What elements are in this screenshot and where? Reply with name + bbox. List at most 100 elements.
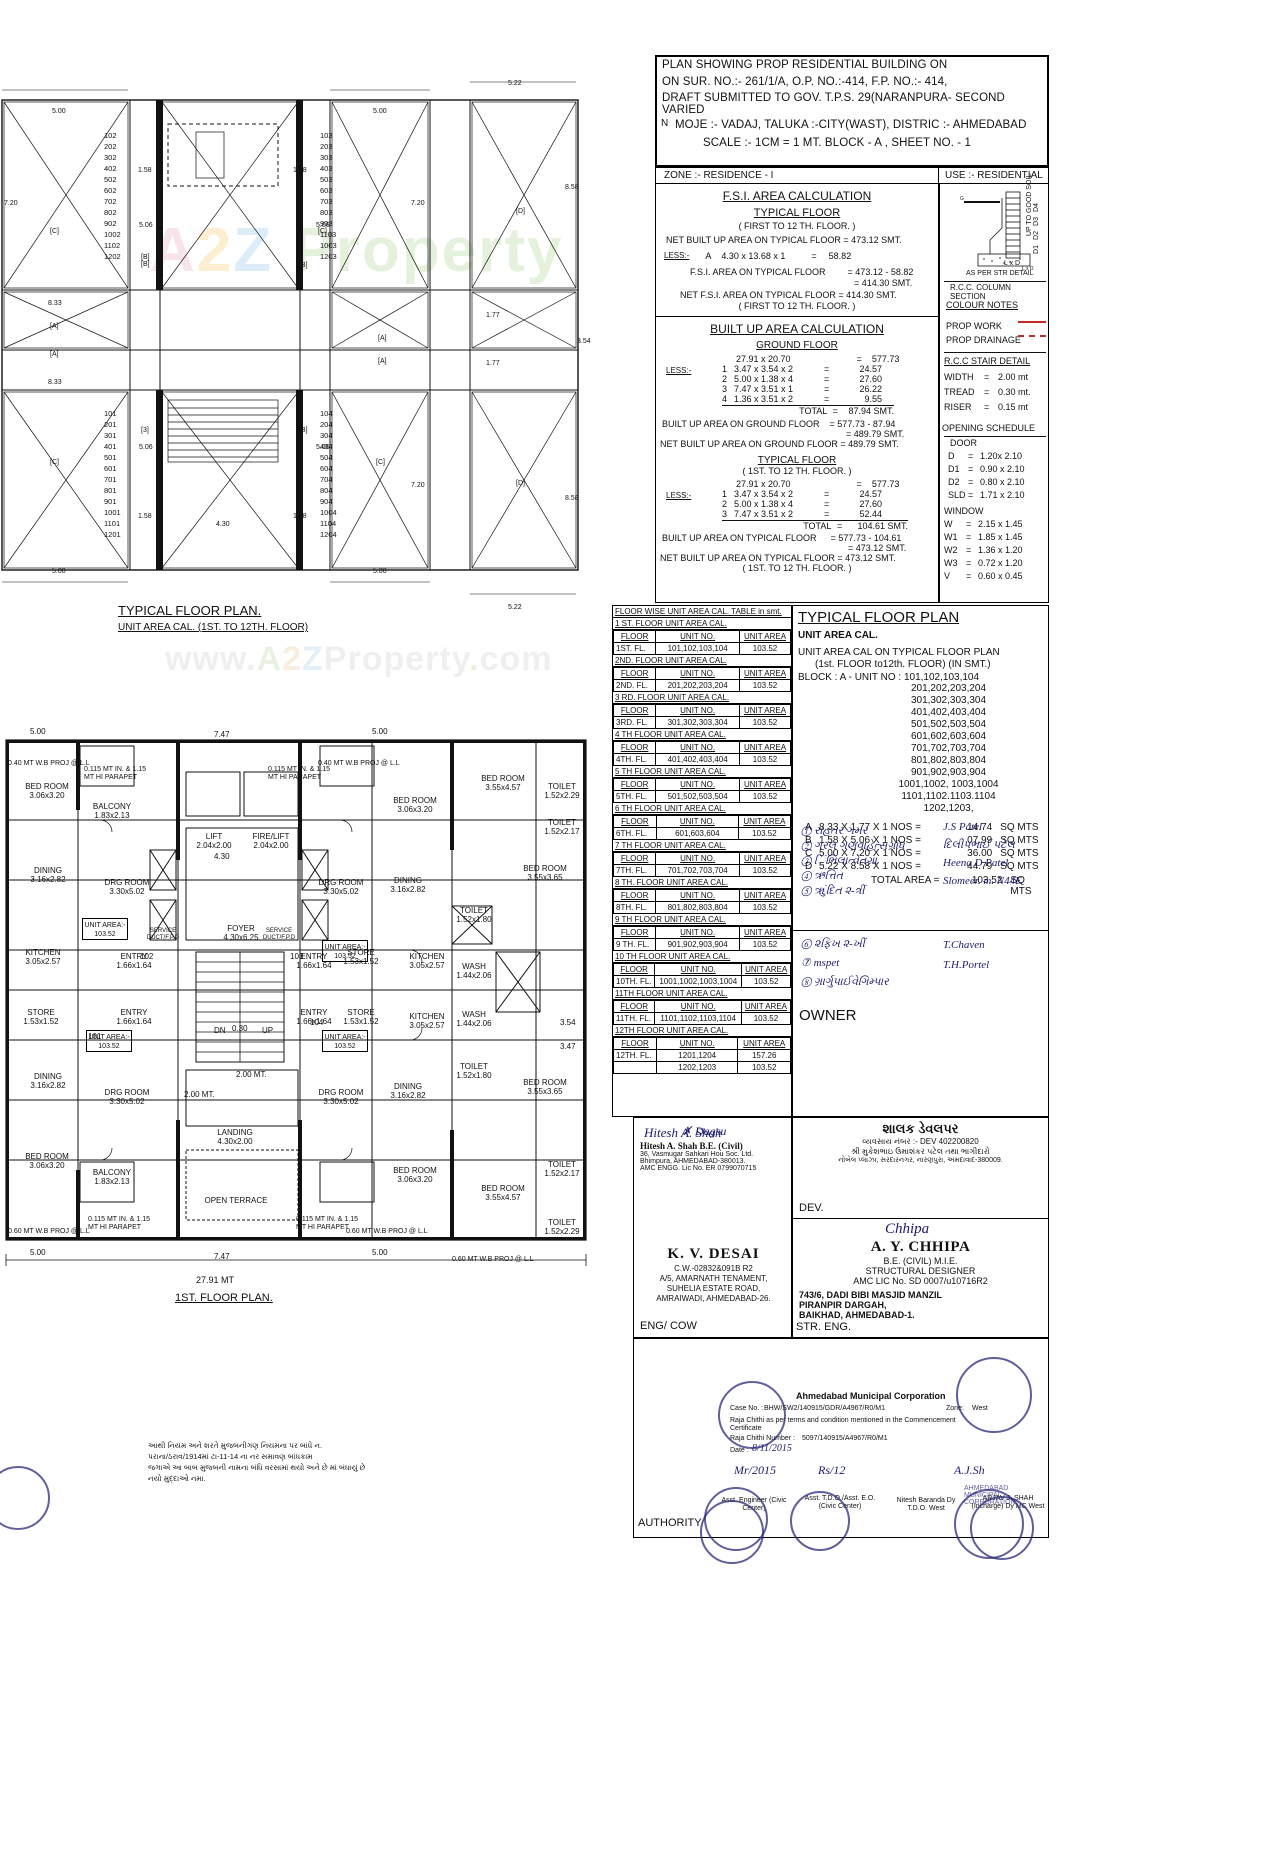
unit-no: 904 <box>320 497 333 506</box>
ground-less-row: 2 5.00 x 1.38 x 4 = 27.60 <box>722 374 938 384</box>
row-dim: 7.47 x 3.51 x 2 <box>734 509 794 519</box>
room-name: BED ROOM <box>25 782 69 791</box>
engineer-block: ✗ Dagsu K. V. DESAI C.W.-02832&091B R2 A… <box>633 1117 792 1338</box>
owner-sig: J.S Patel <box>943 821 983 833</box>
structural-role: STR. ENG. <box>796 1321 852 1333</box>
typical-less-row: 3 7.47 x 3.51 x 2 = 52.44 <box>722 509 938 519</box>
owner-block: ⑥ ૨ફિખ ૨-ખીં ⑦ mspet ⑧ ગ્રાર્ગુપાઈવેગિમ્… <box>792 931 1049 1117</box>
row-dim: 1.36 x 3.51 x 2 <box>734 394 794 404</box>
colour-note-row-work: PROP WORK <box>946 316 1046 334</box>
owner-hw-1: ① રાહતર ગમર <box>801 825 868 837</box>
calc-dim: 1.58 X 5.06 X 1 NOS = <box>818 835 921 846</box>
room-dim: 3.16x2.82 <box>30 1081 66 1091</box>
plan-dim-747-bottom: 7.47 <box>214 1252 230 1261</box>
unit-no: 201 <box>104 420 117 429</box>
room-dim: 3.06x3.20 <box>397 805 433 815</box>
window-eq: = <box>966 532 972 542</box>
typical-unit-line: 801,802,803,804 <box>910 755 987 766</box>
typical-builtup-val: = 473.12 SMT. <box>848 543 907 553</box>
cell-floor: 6TH. FL. <box>613 827 657 840</box>
door-val: 1.71 x 2.10 <box>980 490 1025 500</box>
dim-top-left: 5.00 <box>52 108 66 115</box>
owner-hw-5: ⑤ ૠુંદિત ૨-ત્રીં <box>801 885 865 897</box>
room-dim: 1.44x2.06 <box>456 1019 492 1029</box>
door-key: D2 <box>948 477 960 487</box>
cell-floor: 12TH. FL. <box>613 1049 657 1062</box>
table-header-cell: FLOOR <box>612 963 656 976</box>
room-name: FIRE/LIFT <box>252 832 290 841</box>
room-name: TOILET <box>548 818 576 827</box>
note-parapet-tl: 0.115 MT IN. & 1.15 MT HI PARAPET <box>84 766 146 781</box>
dim-top-mid: 5.00 <box>373 108 387 115</box>
calc-dim: 8.33 X 1.77 X 1 NOS = <box>818 822 921 833</box>
table-header-cell: UNIT NO. <box>655 704 741 717</box>
stair-rows: WIDTH = 2.00 mt TREAD = 0.30 mt. RISER =… <box>944 372 1046 417</box>
unit-no: 402 <box>104 164 117 173</box>
row-eq: = <box>824 499 830 509</box>
cell-floor: 11TH. FL. <box>612 1012 656 1025</box>
window-eq: = <box>966 558 972 568</box>
tag-c-mid: [C] <box>318 228 327 235</box>
typical-panel-line2: (1st. FLOOR to12th. FLOOR) (IN SMT.) <box>815 659 991 670</box>
floorwise-block-caption: 3 RD. FLOOR UNIT AREA CAL. <box>613 692 791 704</box>
room-wash: WASH 1.44x2.06 <box>452 962 496 980</box>
room-lift: LIFT 2.04x2.00 <box>186 832 242 850</box>
title-line-3: DRAFT SUBMITTED TO GOV. T.P.S. 29(NARANP… <box>662 92 1005 116</box>
window-row: W = 2.15 x 1.45 <box>944 519 1048 529</box>
ground-less-row: 4 1.36 x 3.51 x 2 = 9.55 <box>722 394 938 404</box>
room-name: DRG ROOM <box>104 1088 150 1097</box>
room-dim: 1.52x2.29 <box>544 1227 580 1237</box>
fsi-less-label: LESS:- <box>664 251 690 260</box>
plan-dim-747-top: 7.47 <box>214 730 230 739</box>
tag-a-3: [A] <box>378 335 387 342</box>
window-eq: = <box>966 519 972 529</box>
stair-dim-200-b: 2.00 MT. <box>236 1070 267 1079</box>
cell-floor: 1ST. FL. <box>612 642 657 655</box>
ground-gross-eq: = <box>856 354 862 364</box>
table-header-cell: FLOOR <box>612 889 657 902</box>
unit-no: 902 <box>104 219 117 228</box>
owner-role-label: OWNER <box>799 1007 857 1024</box>
window-rows: W = 2.15 x 1.45 W1 = 1.85 x 1.45 W2 = 1.… <box>944 519 1048 584</box>
row-dim: 5.00 x 1.38 x 4 <box>734 374 794 384</box>
room-dim: 1.53x1.52 <box>23 1017 59 1027</box>
stamp-sheet-edge-bottom <box>700 1500 764 1564</box>
fsi-area-calc: = 473.12 - 58.82 <box>847 267 914 277</box>
window-key: W1 <box>944 532 958 542</box>
dim-mid-158a: 1.58 <box>138 167 152 174</box>
typical-unit-line: 301,302,303,304 <box>910 695 987 706</box>
room-dim: 1.52x1.80 <box>456 1071 492 1081</box>
authority-date-val: 8/11/2015 <box>752 1443 792 1454</box>
room-name: SERVICE DUCT/F.P.D <box>146 928 180 941</box>
unit-no: 404 <box>320 442 333 451</box>
title-line-4: MOJE :- VADAJ, TALUKA :-CITY(WAST), DIST… <box>675 119 1027 131</box>
typical-less-row: 2 5.00 x 1.38 x 4 = 27.60 <box>722 499 938 509</box>
column-tag-lxd: L x D <box>1022 266 1034 272</box>
room-drg-tl: DRG ROOM 3.30x5.02 <box>92 878 162 896</box>
room-name: LANDING <box>217 1128 253 1137</box>
table-header-cell: FLOOR <box>612 852 657 865</box>
room-open-terrace: OPEN TERRACE <box>196 1196 276 1205</box>
footnote-line-4: નયો મુદ્દાઓ નમા. <box>148 1474 206 1483</box>
door-row: D2 = 0.80 x 2.10 <box>948 477 1048 487</box>
fsi-title: F.S.I. AREA CALCULATION <box>722 189 872 203</box>
typical-net-label: NET BUILT UP AREA ON TYPICAL FLOOR = 473… <box>660 553 896 563</box>
row-dim: 3.47 x 3.54 x 2 <box>734 364 794 374</box>
floorwise-block-caption: 12TH FLOOR UNIT AREA CAL. <box>613 1025 791 1037</box>
cell-floor: 7TH. FL. <box>612 864 657 877</box>
fsi-less-eq: = <box>811 251 817 261</box>
cell-unit-no: 901,902,903,904 <box>655 938 741 951</box>
window-key: W3 <box>944 558 958 568</box>
room-dim: 3.30x5.02 <box>323 1097 359 1107</box>
cell-unit-area: 103.52 <box>739 753 791 766</box>
table-header-cell: FLOOR <box>613 1037 657 1050</box>
typical-less-rows: 1 3.47 x 3.54 x 2 = 24.57 2 5.00 x 1.38 … <box>656 489 938 531</box>
unit-no: 1203 <box>320 252 337 261</box>
room-entry-left2: ENTRY 1.66x1.64 <box>108 1008 160 1026</box>
typical-builtup-label: BUILT UP AREA ON TYPICAL FLOOR <box>662 533 817 543</box>
column-note-str: AS PER STR DETAIL <box>966 270 1034 277</box>
unit-no: 703 <box>320 197 333 206</box>
typical-floor-plan-title: TYPICAL FLOOR PLAN. <box>118 603 262 618</box>
